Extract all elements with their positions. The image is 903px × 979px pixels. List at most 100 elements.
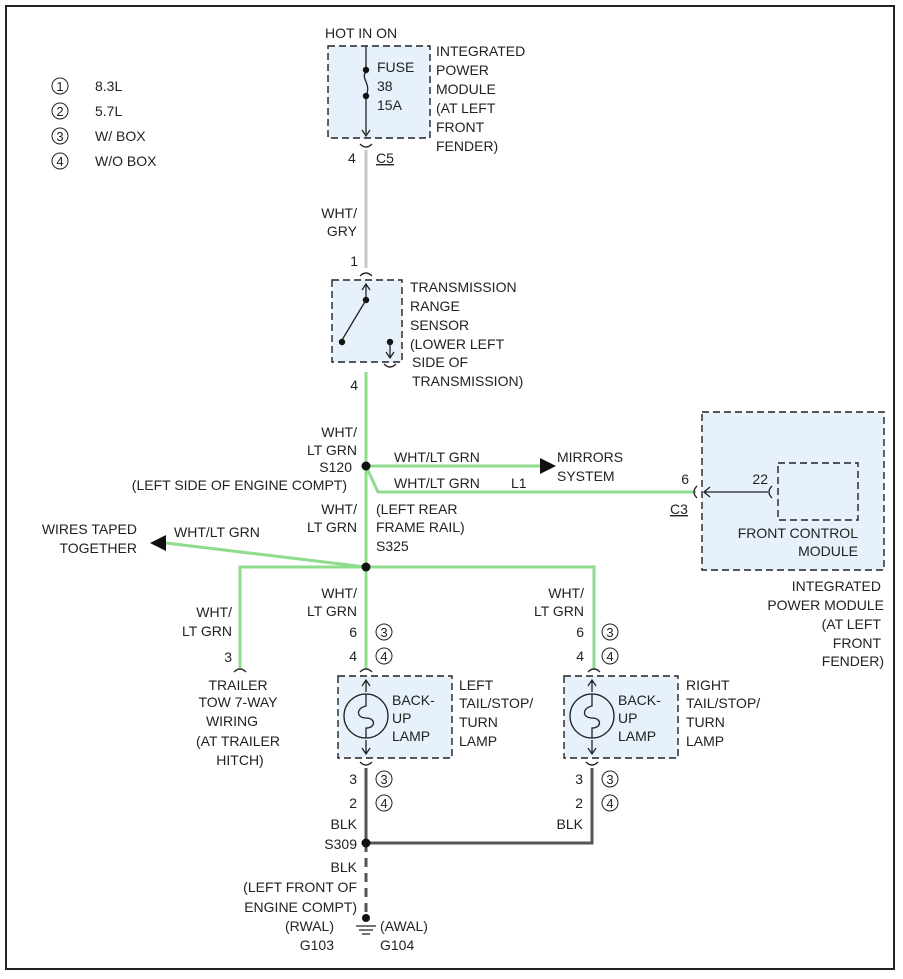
ipm-label-1: INTEGRATED — [792, 578, 881, 594]
right-lamp-pin-bot-a: 3 — [575, 771, 583, 787]
trs-pin-in: 1 — [350, 253, 358, 269]
trailer-wire-label-1: WHT/ — [196, 604, 232, 620]
taped-wire-label: WHT/LT GRN — [174, 524, 260, 540]
left-lamp-filament-icon — [357, 694, 375, 738]
fuse-module-label-1: INTEGRATED — [436, 43, 525, 59]
right-lamp-circ-bot-b-num: 4 — [606, 796, 613, 811]
right-lamp-circ-top-a-num: 3 — [606, 625, 613, 640]
trs-connector-top-icon — [359, 272, 373, 277]
right-lamp-pin-bot-b: 2 — [575, 795, 583, 811]
front-control-module: 6 22 C3 FRONT CONTROL MODULE INTEGRATED … — [670, 411, 885, 669]
right-lamp-wire-bot: BLK — [557, 816, 584, 832]
s120-wire-label-2: LT GRN — [307, 442, 357, 458]
ipm-label-3: (AT LEFT — [822, 616, 882, 632]
right-lamp-filament-icon — [583, 694, 601, 738]
mirrors-label-1: MIRRORS — [557, 449, 623, 465]
right-lamp-wire-label-1: WHT/ — [548, 585, 584, 601]
trailer-label-5: HITCH) — [216, 752, 263, 768]
trs-box — [331, 279, 403, 363]
trailer-label-1: TRAILER — [208, 677, 267, 693]
splice-s120 — [361, 461, 371, 471]
legend-label-3: W/ BOX — [95, 128, 146, 144]
trs-label-5: SIDE OF — [412, 354, 468, 370]
legend-num-3: 3 — [56, 129, 63, 144]
right-lamp-bulb-2: UP — [618, 710, 637, 726]
left-lamp-bulb-3: LAMP — [392, 728, 430, 744]
right-lamp-circ-top-a — [601, 623, 619, 641]
ground-wire-lower: BLK — [331, 859, 358, 875]
left-lamp-circ-bot-b — [375, 794, 393, 812]
fuse-line3: 15A — [377, 97, 403, 113]
wire-right-blk — [366, 768, 594, 845]
s120-splice-label: S120 — [319, 459, 352, 475]
right-lamp-label-4: LAMP — [686, 733, 724, 749]
trailer-connector-icon — [233, 668, 247, 673]
ground-splice: S309 — [324, 836, 357, 852]
right-lamp-bulb-3: LAMP — [618, 728, 656, 744]
trs-switch-contact-a — [338, 338, 346, 346]
green-wiring — [165, 372, 696, 670]
right-lamp-wire-label-2: LT GRN — [534, 603, 584, 619]
fcm-label-1: FRONT CONTROL — [738, 525, 859, 541]
taped-label-2: TOGETHER — [59, 540, 137, 556]
fcm-signal-arrow-icon — [702, 486, 768, 498]
right-lamp-label-1: RIGHT — [686, 677, 730, 693]
fuse-arrow-icon — [361, 129, 371, 138]
ground-terminal — [362, 914, 370, 922]
trailer-label-2: TOW 7-WAY — [198, 694, 278, 710]
ground-location-2: ENGINE COMPT) — [244, 899, 357, 915]
trs-connector-bottom-icon — [383, 363, 397, 368]
mirrors-label-2: SYSTEM — [557, 468, 615, 484]
taped-arrow-icon — [150, 535, 166, 551]
wire-to-trailer — [238, 565, 366, 670]
right-lamp-label-3: TURN — [686, 714, 725, 730]
left-lamp-label-1: LEFT — [459, 677, 494, 693]
fcm-connector-outer-icon — [693, 485, 698, 499]
trailer-pin: 3 — [224, 649, 232, 665]
left-lamp-pin-top-b: 4 — [349, 648, 357, 664]
left-lamp-pin-bot-b: 2 — [349, 795, 357, 811]
left-lamp-circ-bot-a — [375, 770, 393, 788]
left-lamp-pin-bot-a: 3 — [349, 771, 357, 787]
right-lamp-connector-top-icon — [587, 668, 601, 673]
legend-num-4: 4 — [56, 154, 63, 169]
fcm-inner-box — [777, 462, 859, 521]
legend-circle-1 — [51, 77, 69, 95]
left-lamp-box — [337, 675, 453, 759]
splice-s309 — [361, 838, 371, 848]
s325-location-2: FRAME RAIL) — [376, 519, 465, 535]
fuse-module-label-2: POWER — [436, 62, 489, 78]
right-lamp-pin-top-a: 6 — [576, 624, 584, 640]
fcm-connector-label: C3 — [670, 501, 688, 517]
ground-wire-upper: BLK — [331, 816, 358, 832]
trailer-wire-label-2: LT GRN — [182, 623, 232, 639]
ground-awal: (AWAL) — [380, 918, 428, 934]
left-lamp-wire-label-2: LT GRN — [307, 603, 357, 619]
trs-pin-out: 4 — [350, 377, 358, 393]
legend: 1 8.3L 2 5.7L 3 W/ BOX 4 W/O BOX — [51, 77, 157, 170]
legend-circle-3 — [51, 127, 69, 145]
ipm-label-4: FRONT — [833, 635, 882, 651]
left-lamp-circ-top-b — [375, 647, 393, 665]
right-lamp-circ-bot-a — [601, 770, 619, 788]
fuse-source-label: HOT IN ON — [325, 25, 397, 41]
mirrors-wire-label: WHT/LT GRN — [394, 449, 480, 465]
right-lamp-arrows-icon — [587, 678, 597, 756]
ground-wiring: BLK S309 BLK (LEFT FRONT OF ENGINE COMPT… — [243, 768, 594, 953]
right-lamp-label-2: TAIL/STOP/ — [686, 695, 760, 711]
ground-symbol-icon — [356, 925, 376, 935]
left-lamp-bulb-1: BACK- — [392, 692, 435, 708]
ipm-label-2: POWER MODULE — [767, 597, 884, 613]
fuse-module-label-3: MODULE — [436, 81, 496, 97]
wire-taped-branch — [165, 541, 367, 569]
left-lamp-label-4: LAMP — [459, 733, 497, 749]
trs-label-2: RANGE — [410, 298, 460, 314]
fcm-pin-outer: 6 — [681, 471, 689, 487]
right-lamp-circ-bot-a-num: 3 — [606, 772, 613, 787]
trailer-label-4: (AT TRAILER — [196, 733, 280, 749]
left-lamp-label-2: TAIL/STOP/ — [459, 695, 533, 711]
left-lamp-circ-bot-a-num: 3 — [380, 772, 387, 787]
left-lamp-circ-bot-b-num: 4 — [380, 796, 387, 811]
fcm-label-2: MODULE — [798, 543, 858, 559]
